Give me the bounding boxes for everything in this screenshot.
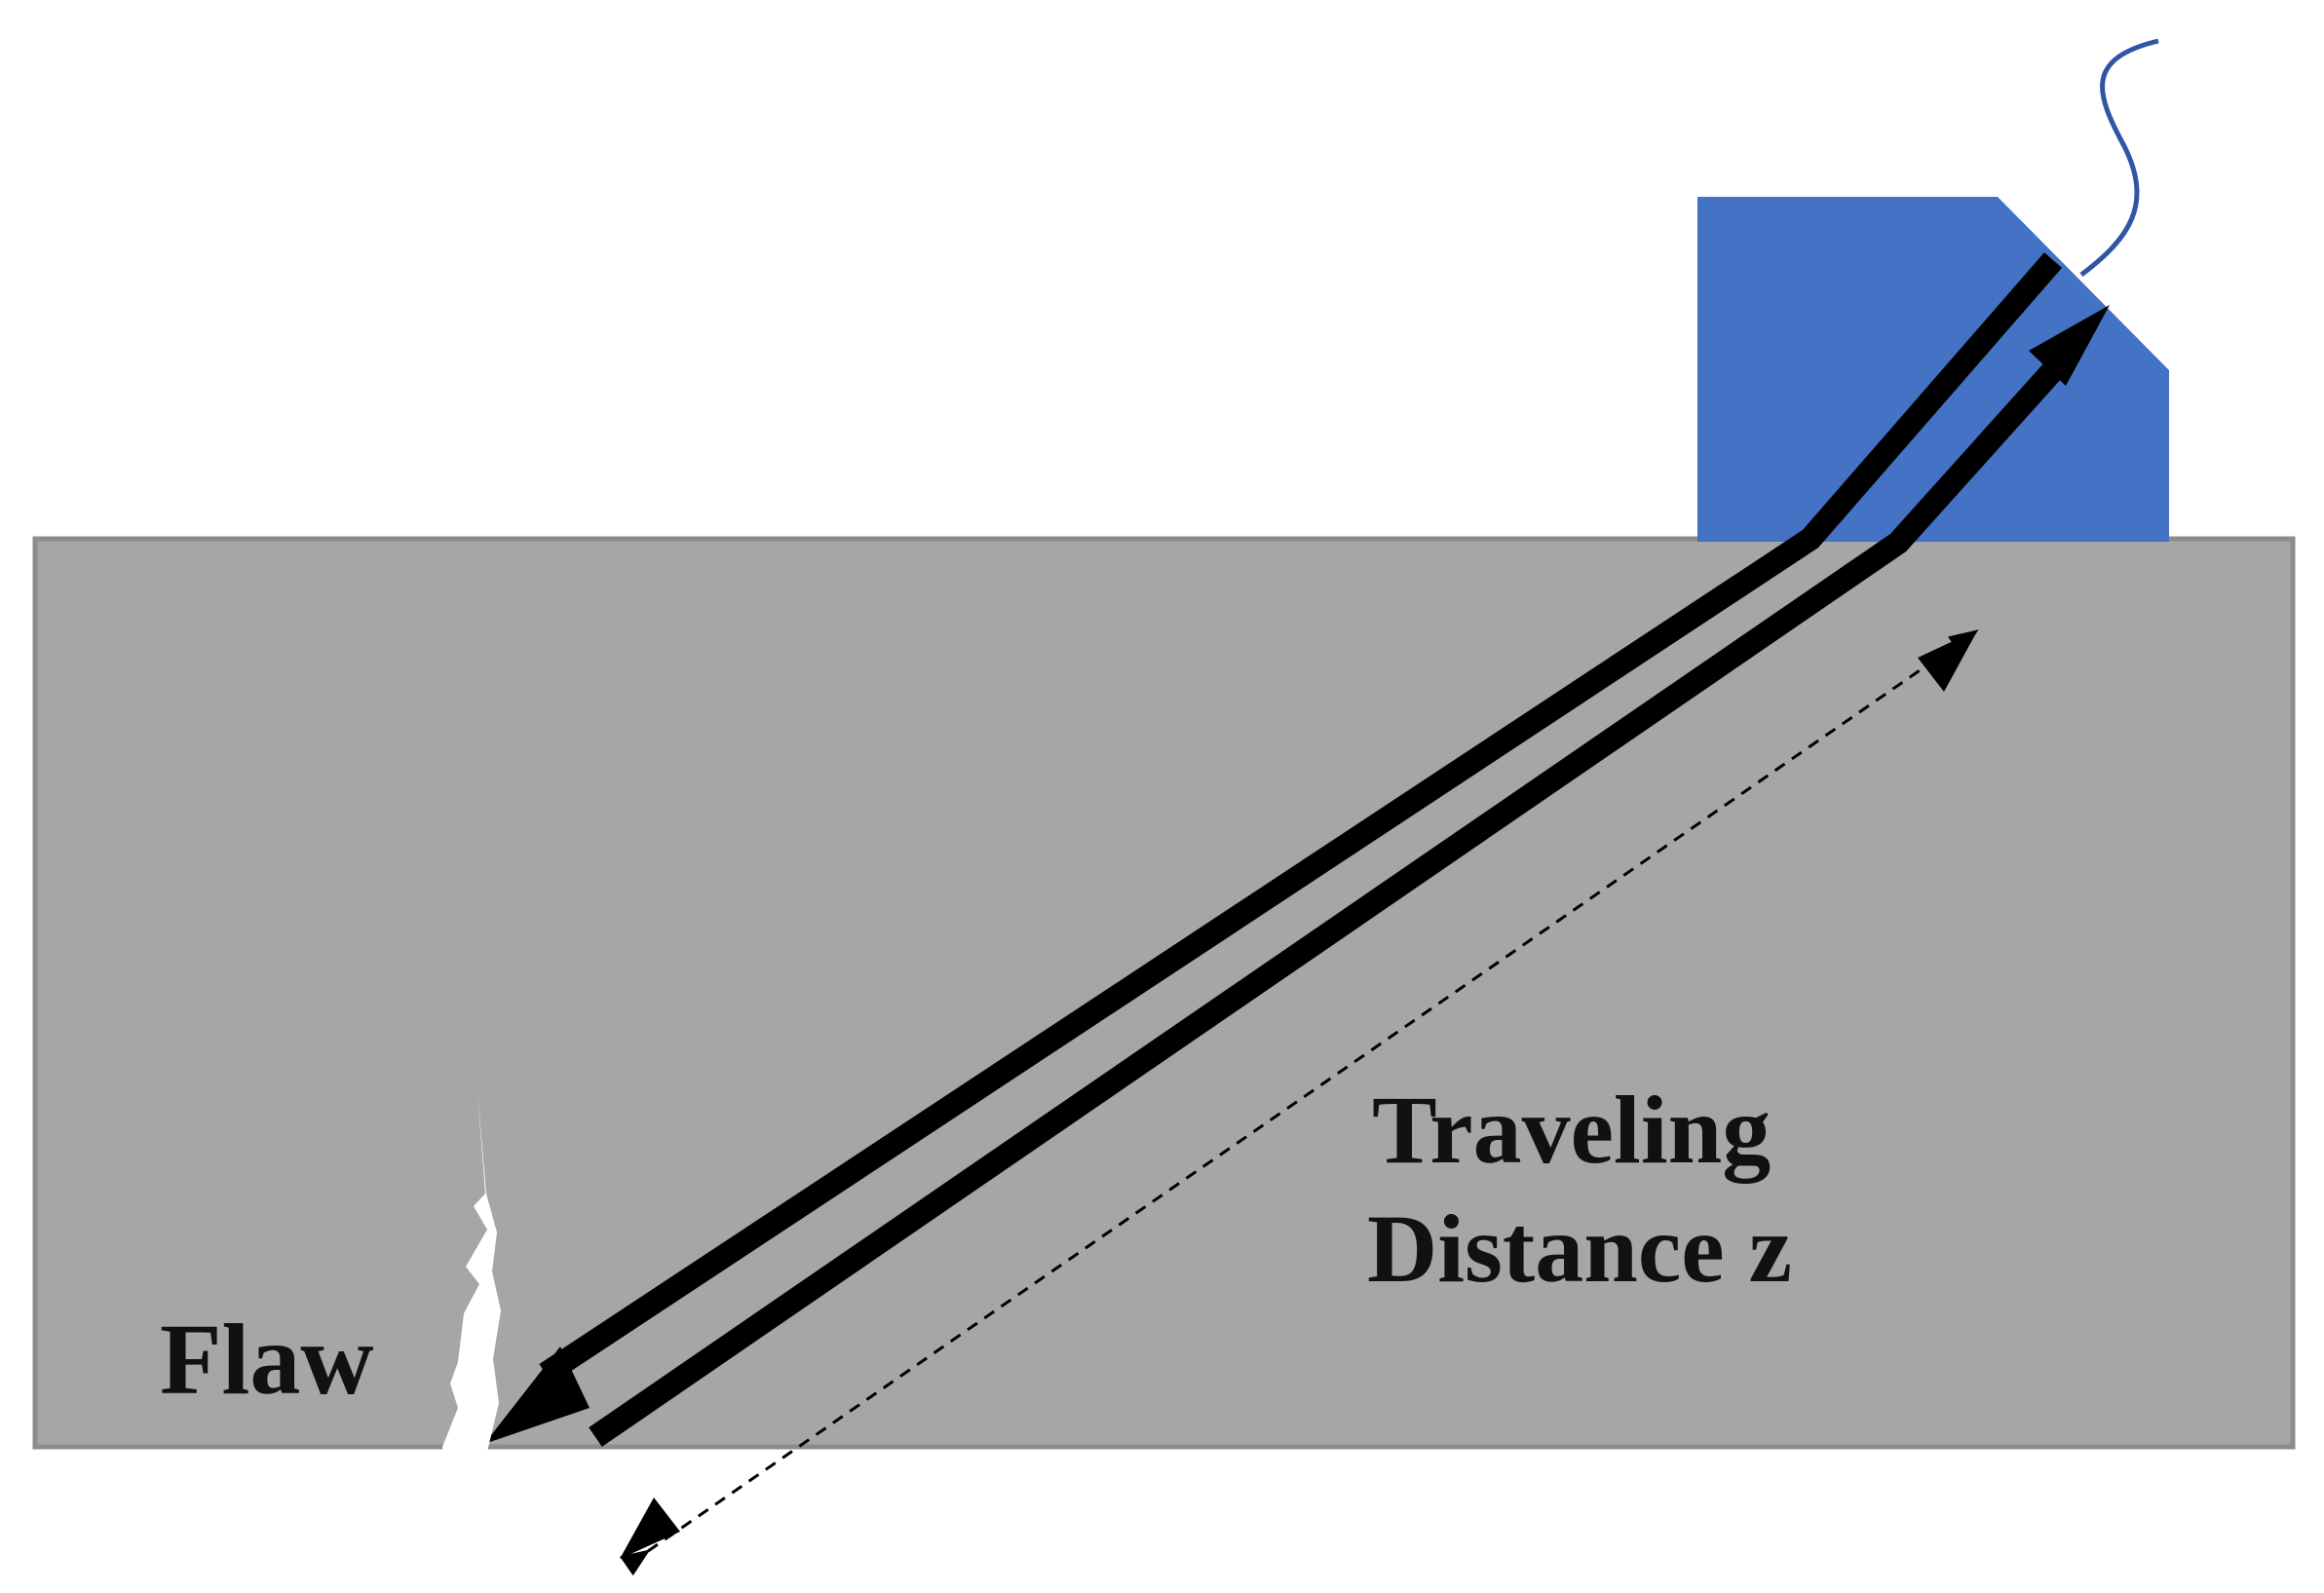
traveling-distance-label-line2: Distance z (1367, 1195, 1792, 1303)
flaw-crack (442, 1091, 501, 1578)
test-specimen (32, 536, 2296, 1450)
dimension-arrowhead-bottom (620, 1498, 680, 1559)
probe-cable (2079, 38, 2159, 277)
traveling-distance-label-line1: Traveling (1372, 1076, 1771, 1184)
traveling-distance-dimension (619, 629, 1979, 1576)
flaw-label: Flaw (160, 1304, 374, 1416)
dimension-arrowhead-top (1918, 629, 1978, 692)
angle-probe (1697, 197, 2169, 542)
